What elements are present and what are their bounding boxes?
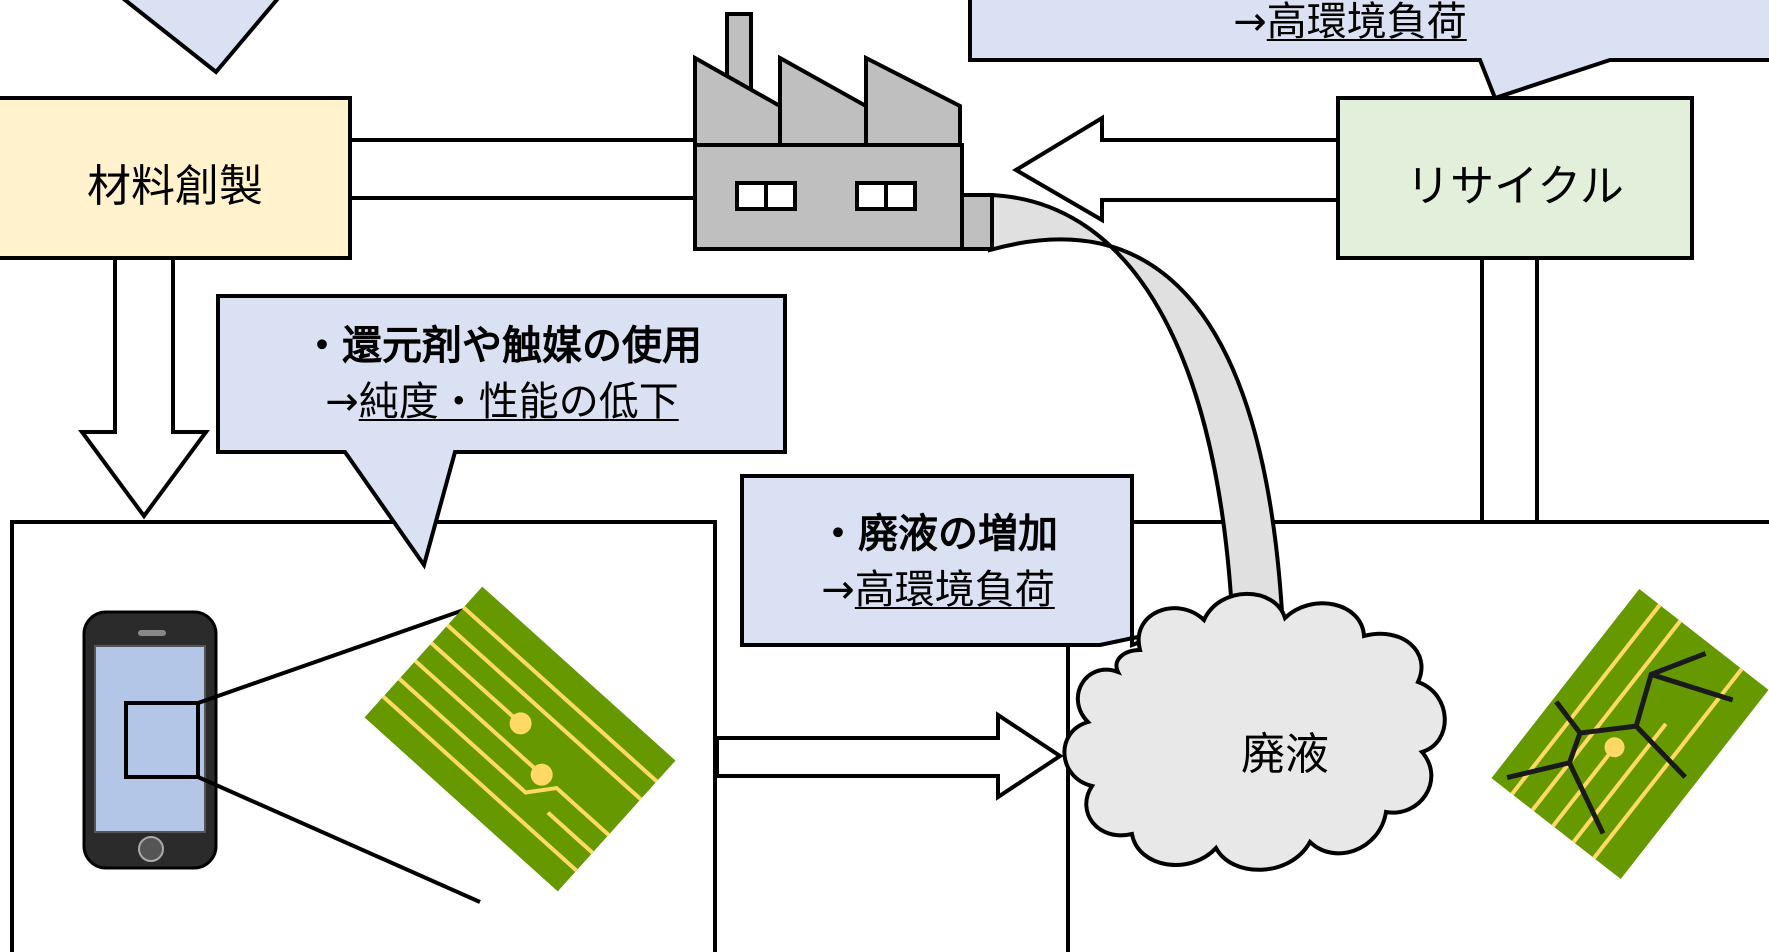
broken-circuit-board-icon <box>1491 588 1769 880</box>
recycle-box-label: リサイクル <box>1406 161 1624 212</box>
middle-left-callout <box>216 294 787 570</box>
middle-left-arrow: → <box>325 379 359 425</box>
top-left-callout-tip <box>121 0 280 75</box>
middle-right-callout-text: ・廃液の増加 →高環境負荷 <box>746 506 1130 618</box>
top-right-line2: 高環境負荷 <box>1266 0 1467 45</box>
waste-cloud-icon <box>1062 591 1447 872</box>
top-right-arrow: → <box>1233 0 1267 45</box>
middle-right-line2: 高環境負荷 <box>854 567 1055 613</box>
top-right-callout-text: →高環境負荷 <box>1100 0 1600 50</box>
smartphone-icon <box>82 603 481 904</box>
waste-label: 廃液 <box>1241 729 1329 780</box>
top-right-callout <box>968 0 1769 101</box>
middle-left-line2: 純度・性能の低下 <box>358 379 679 425</box>
middle-left-line1: ・還元剤や触媒の使用 <box>302 323 702 369</box>
factory-icon <box>693 12 994 251</box>
arrow-material-to-device <box>78 256 210 520</box>
arrow-device-to-waste <box>715 711 1064 801</box>
arrow-recycle-to-factory <box>1012 114 1340 224</box>
middle-left-callout-text: ・還元剤や触媒の使用 →純度・性能の低下 <box>222 318 782 430</box>
material-box-label: 材料創製 <box>87 161 263 212</box>
middle-right-arrow: → <box>821 567 855 613</box>
middle-right-line1: ・廃液の増加 <box>818 511 1058 557</box>
circuit-board-icon <box>364 586 676 892</box>
